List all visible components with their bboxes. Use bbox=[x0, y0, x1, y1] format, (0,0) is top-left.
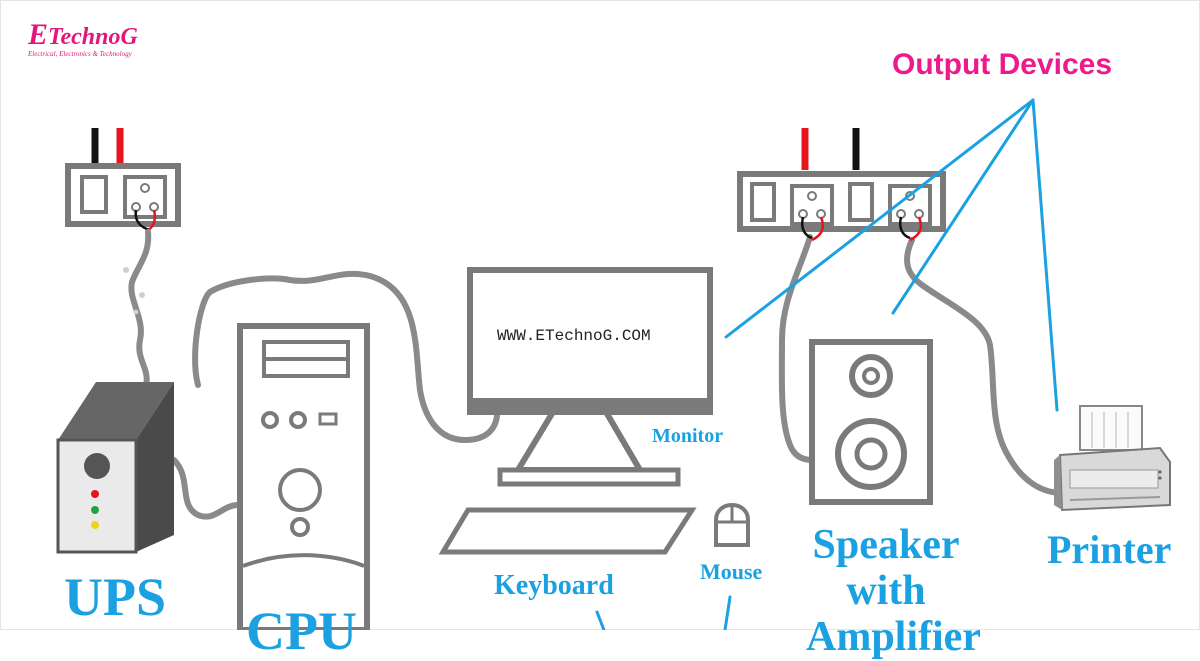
mouse-device bbox=[714, 503, 750, 547]
etechnog-logo: ETechnoG Electrical, Electronics & Techn… bbox=[28, 20, 138, 58]
left-wall-socket bbox=[65, 128, 181, 234]
printer-device bbox=[1054, 405, 1171, 512]
cable-cpu-to-monitor bbox=[192, 270, 501, 444]
label-speaker-with-amplifier: Speaker with Amplifier bbox=[806, 522, 981, 660]
pointer-keyboard bbox=[595, 610, 606, 630]
right-wall-socket bbox=[737, 128, 946, 242]
pointer-lines bbox=[595, 98, 1059, 630]
cable-ups-to-cpu bbox=[171, 457, 241, 520]
label-printer: Printer bbox=[1047, 527, 1172, 572]
pointer-output-to-monitor bbox=[724, 98, 1035, 339]
keyboard-device bbox=[438, 507, 697, 555]
pointer-output-to-printer bbox=[1031, 98, 1059, 412]
cable-socket-to-ups bbox=[128, 229, 152, 389]
logo-first-letter: E bbox=[28, 18, 49, 51]
pointer-mouse bbox=[723, 595, 732, 630]
label-mouse: Mouse bbox=[700, 559, 763, 584]
monitor-screen-text: WWW.ETechnoG.COM bbox=[497, 327, 651, 345]
label-keyboard: Keyboard bbox=[494, 570, 614, 601]
cpu-tower bbox=[237, 323, 370, 630]
speaker-device bbox=[809, 339, 933, 505]
label-monitor: Monitor bbox=[652, 425, 724, 447]
monitor-device bbox=[467, 267, 713, 487]
pointer-output-to-speaker bbox=[891, 98, 1035, 315]
ups-device bbox=[56, 382, 174, 554]
decorative-sparkles bbox=[123, 267, 145, 315]
cable-socket-to-speaker bbox=[778, 234, 815, 463]
label-cpu: CPU bbox=[246, 601, 357, 661]
diagram-svg bbox=[0, 0, 1200, 630]
logo-wordmark: TechnoG bbox=[48, 24, 138, 50]
label-ups: UPS bbox=[64, 567, 167, 627]
output-devices-title: Output Devices bbox=[892, 48, 1113, 81]
logo-tagline: Electrical, Electronics & Technology bbox=[28, 50, 132, 58]
